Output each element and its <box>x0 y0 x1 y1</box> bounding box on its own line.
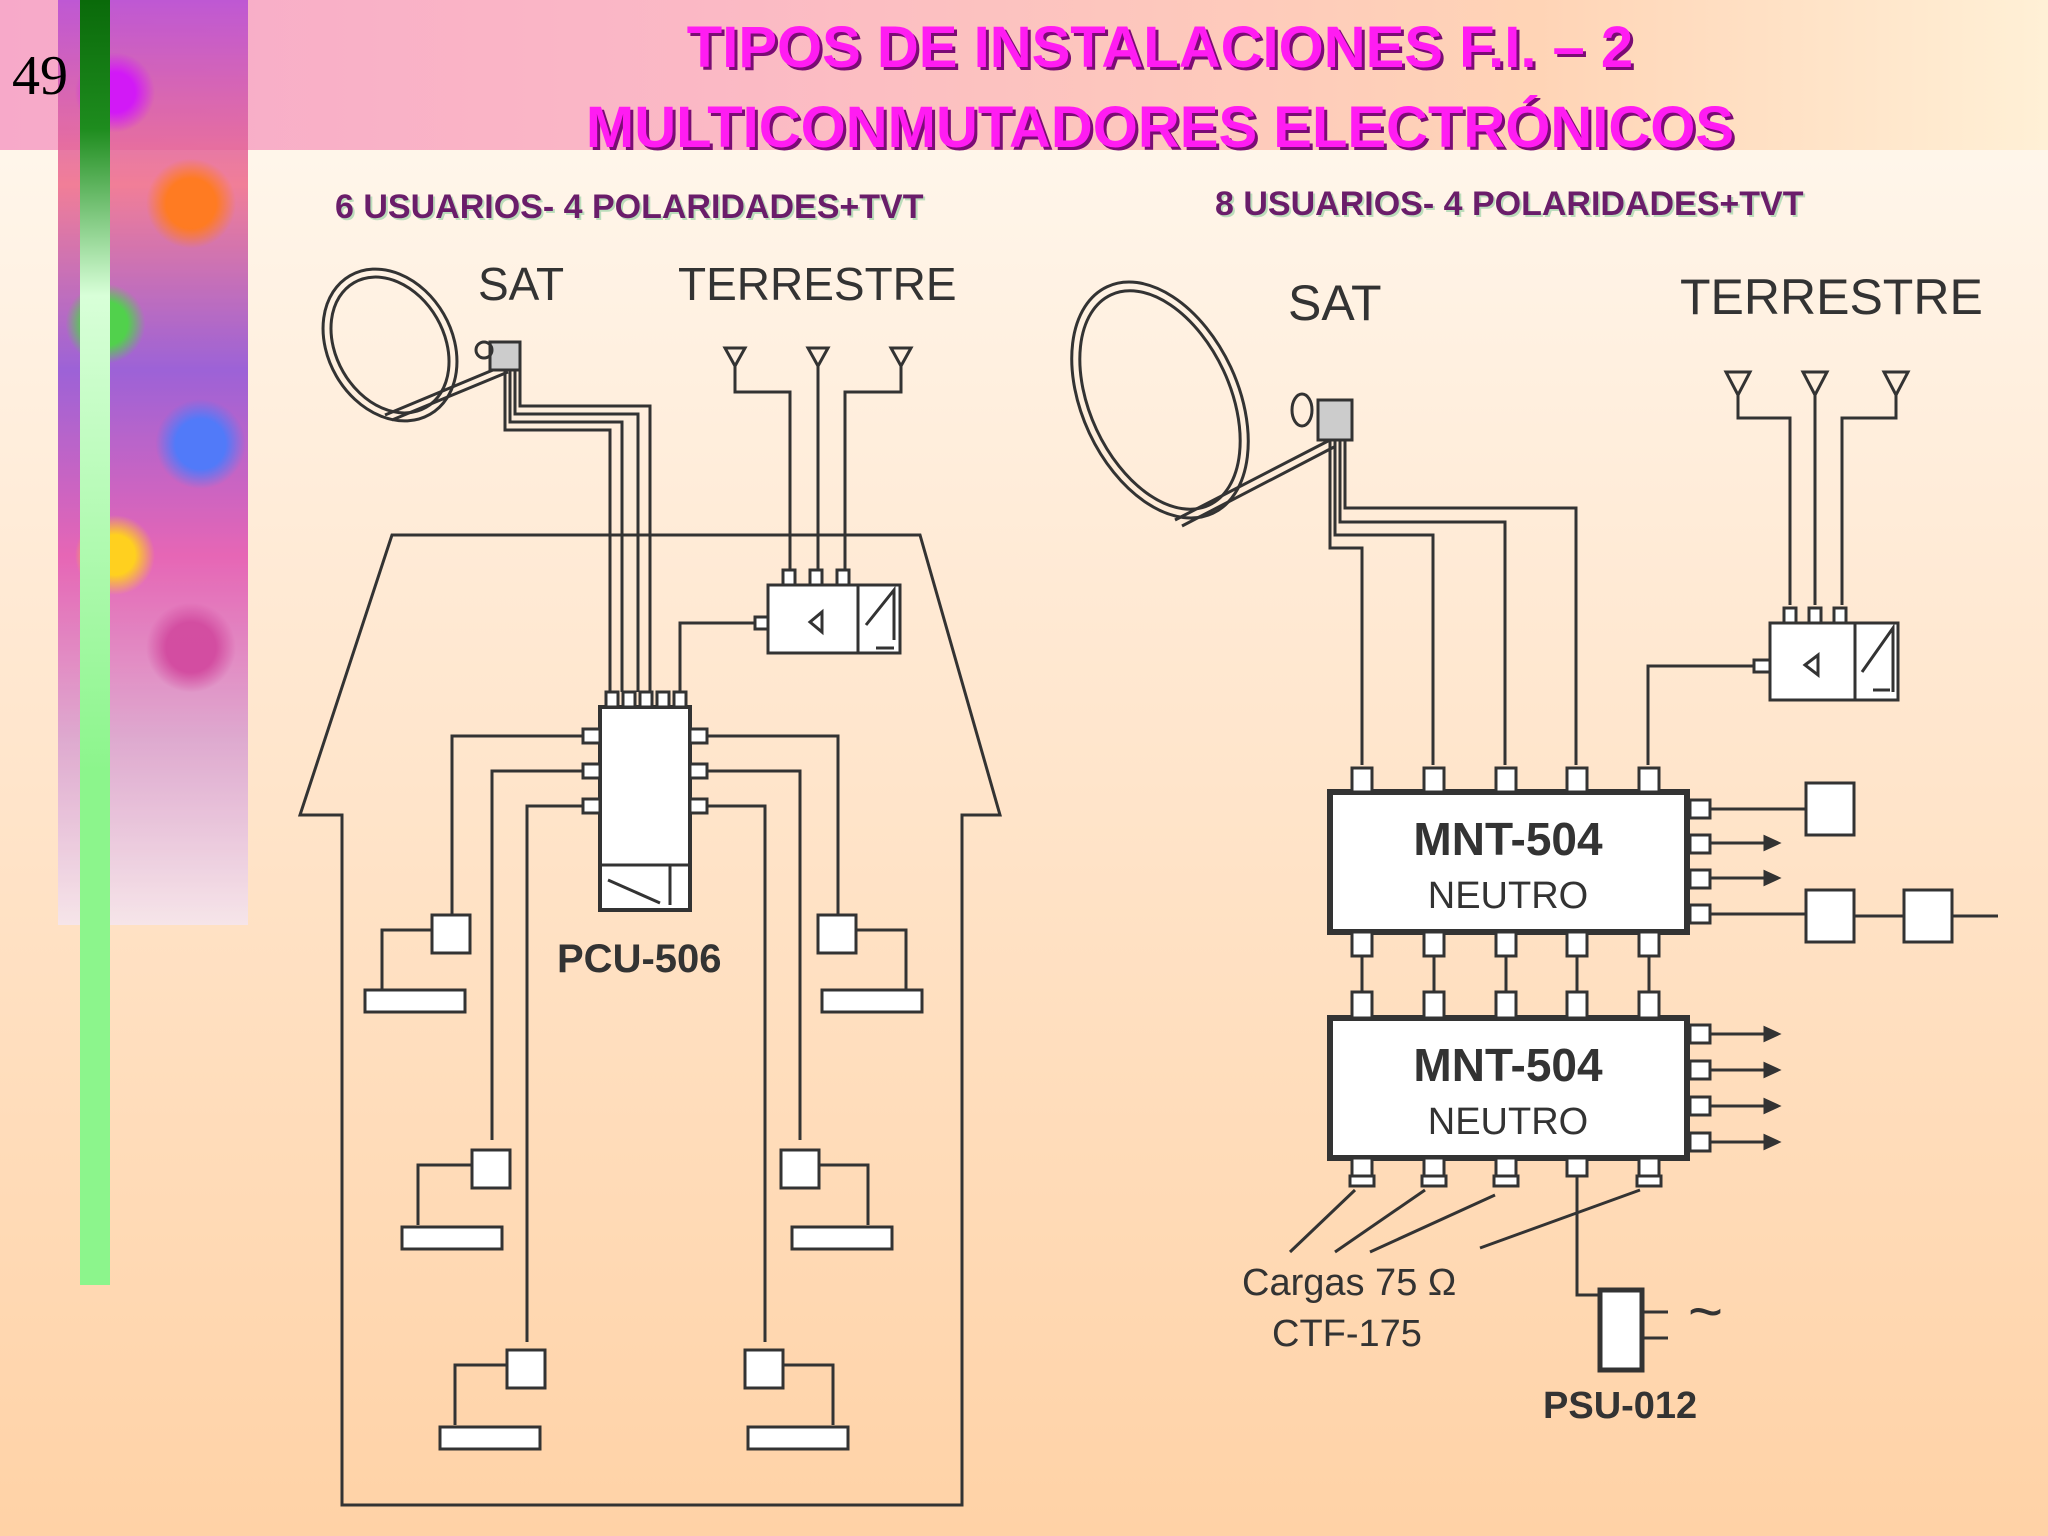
slide-number: 49 <box>12 45 68 107</box>
title-line-1: TIPOS DE INSTALACIONES F.I. – 2 <box>686 15 1634 80</box>
terminating-loads-leads <box>1288 1188 1641 1254</box>
mnt-link-cables <box>1360 956 1651 992</box>
right-satellite-dish-icon <box>1070 280 1354 528</box>
right-terrestrial-amplifier <box>1646 606 1900 765</box>
right-terrestre-label: TERRESTRE <box>1680 269 1983 325</box>
house-outline <box>297 533 1002 1507</box>
left-sat-cables <box>503 370 652 692</box>
mnt-504-upper-title: MNT-504 <box>1413 813 1603 865</box>
left-terrestrial-amplifier <box>678 568 902 692</box>
right-output-arrows <box>1710 834 1782 1151</box>
right-sat-cables <box>1328 440 1578 765</box>
right-subtitle: 8 USUARIOS- 4 POLARIDADES+TVT <box>1215 185 1804 223</box>
left-sat-label: SAT <box>478 258 564 310</box>
left-user-cables <box>450 734 840 1342</box>
loads-label-line-2: CTF-175 <box>1272 1313 1422 1355</box>
left-terrestre-label: TERRESTRE <box>678 258 957 310</box>
mnt-504-lower-sub: NEUTRO <box>1428 1101 1588 1143</box>
left-diagram <box>297 267 1002 1507</box>
left-user-outlets <box>380 913 908 1425</box>
right-sat-label: SAT <box>1288 275 1382 331</box>
loads-label-line-1: Cargas 75 Ω <box>1242 1262 1456 1304</box>
right-wall-outlets <box>1710 781 1998 944</box>
right-diagram <box>1070 280 1998 1373</box>
left-satellite-dish-icon <box>321 267 522 423</box>
ac-symbol: ~ <box>1688 1278 1723 1345</box>
pcu-506-label: PCU-506 <box>557 937 722 981</box>
title-line-2: MULTICONMUTADORES ELECTRÓNICOS <box>585 95 1735 160</box>
right-terrestrial-antennas-icon <box>1723 370 1911 605</box>
left-terrestrial-antennas-icon <box>722 346 914 570</box>
mnt-504-lower-box <box>1327 990 1712 1188</box>
pcu-506-box <box>581 690 709 912</box>
decorative-green-bar <box>80 0 110 1285</box>
left-subtitle: 6 USUARIOS- 4 POLARIDADES+TVT <box>335 188 924 226</box>
psu-012-icon <box>1575 1176 1668 1373</box>
mnt-504-upper-sub: NEUTRO <box>1428 875 1588 917</box>
left-receivers-icon <box>363 988 924 1451</box>
psu-012-label: PSU-012 <box>1543 1385 1697 1427</box>
header-band <box>0 0 2048 150</box>
mnt-504-lower-title: MNT-504 <box>1413 1039 1603 1091</box>
